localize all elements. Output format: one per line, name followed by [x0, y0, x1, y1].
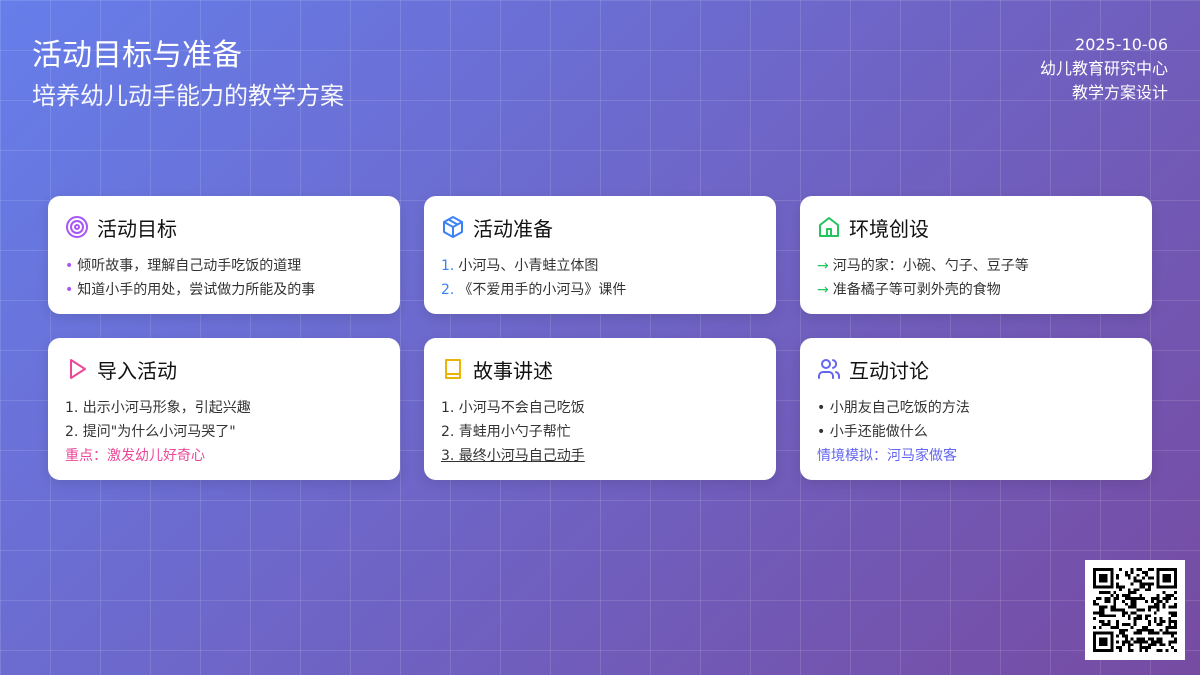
- list-item: 1.小河马、小青蛙立体图: [441, 258, 599, 274]
- list-item: • 小手还能做什么: [817, 424, 928, 440]
- list-item: • 小朋友自己吃饭的方法: [817, 400, 970, 416]
- list-item: 2. 青蛙用小勺子帮忙: [441, 424, 571, 440]
- list-item: 1. 出示小河马形象，引起兴趣: [65, 400, 251, 416]
- list-item: →准备橘子等可剥外壳的食物: [817, 282, 1001, 298]
- page-title: 活动目标与准备: [32, 38, 242, 73]
- qr-code: [1085, 560, 1185, 660]
- play-icon: [70, 359, 86, 379]
- card-title: 导入活动: [97, 358, 177, 383]
- target-icon: [66, 216, 88, 238]
- card-environment: 环境创设 →河马的家：小碗、勺子、豆子等 →准备橘子等可剥外壳的食物: [800, 196, 1152, 314]
- users-icon: [818, 359, 841, 379]
- card-title: 互动讨论: [849, 358, 929, 383]
- list-item: 2. 提问"为什么小河马哭了": [65, 424, 236, 440]
- card-story: 故事讲述 1. 小河马不会自己吃饭 2. 青蛙用小勺子帮忙 3. 最终小河马自己…: [424, 338, 776, 480]
- card-title: 活动准备: [473, 216, 553, 241]
- box-icon: [443, 216, 463, 238]
- list-item: •知道小手的用处，尝试做力所能及的事: [65, 282, 316, 298]
- note: 重点：激发幼儿好奇心: [65, 448, 205, 464]
- note: 情境模拟：河马家做客: [817, 448, 957, 464]
- list-item: •倾听故事，理解自己动手吃饭的道理: [65, 258, 302, 274]
- list-item: 1. 小河马不会自己吃饭: [441, 400, 585, 416]
- card-title: 环境创设: [849, 216, 929, 241]
- page-subtitle: 培养幼儿动手能力的教学方案: [32, 82, 344, 110]
- organization: 幼儿教育研究中心: [1039, 59, 1168, 78]
- card-discussion: 互动讨论 • 小朋友自己吃饭的方法 • 小手还能做什么 情境模拟：河马家做客: [800, 338, 1152, 480]
- card-title: 活动目标: [97, 216, 177, 241]
- card-intro: 导入活动 1. 出示小河马形象，引起兴趣 2. 提问"为什么小河马哭了" 重点：…: [48, 338, 400, 480]
- card-preparation: 活动准备 1.小河马、小青蛙立体图 2.《不爱用手的小河马》课件: [424, 196, 776, 314]
- card-goals: 活动目标 •倾听故事，理解自己动手吃饭的道理 •知道小手的用处，尝试做力所能及的…: [48, 196, 400, 314]
- list-item: 2.《不爱用手的小河马》课件: [441, 282, 627, 298]
- header-meta: 2025-10-06 幼儿教育研究中心 教学方案设计: [1040, 33, 1168, 105]
- home-icon: [819, 217, 839, 237]
- card-title: 故事讲述: [473, 358, 553, 383]
- book-icon: [445, 359, 461, 379]
- doc-type: 教学方案设计: [1071, 83, 1168, 102]
- list-item: 3. 最终小河马自己动手: [441, 448, 585, 464]
- date: 2025-10-06: [1075, 35, 1168, 54]
- list-item: →河马的家：小碗、勺子、豆子等: [817, 258, 1029, 274]
